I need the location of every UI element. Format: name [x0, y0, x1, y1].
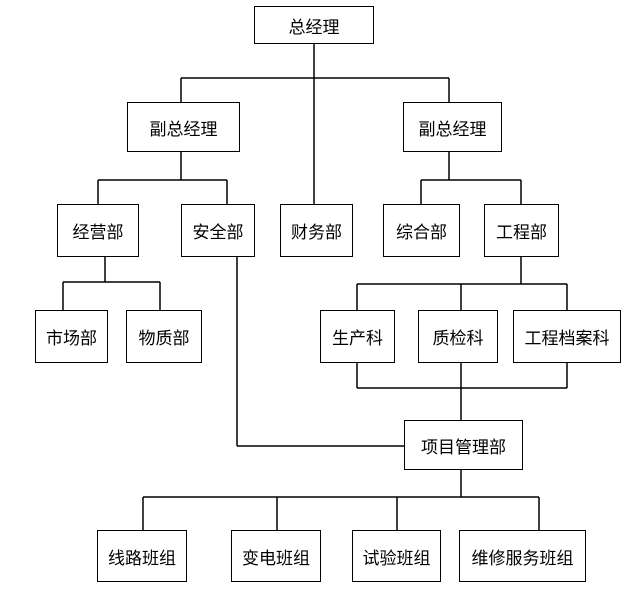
node-maintenance-service-team: 维修服务班组 — [459, 530, 586, 582]
node-production-section: 生产科 — [320, 310, 395, 363]
node-line-team: 线路班组 — [97, 530, 187, 582]
node-project-management-dept: 项目管理部 — [404, 420, 523, 470]
node-testing-team: 试验班组 — [352, 530, 441, 582]
node-materials-dept: 物质部 — [126, 310, 202, 363]
node-quality-inspection-section: 质检科 — [418, 310, 498, 363]
node-safety-dept: 安全部 — [181, 204, 255, 257]
node-deputy-gm-right: 副总经理 — [403, 102, 502, 152]
node-operations-dept: 经营部 — [57, 204, 139, 257]
node-general-manager: 总经理 — [254, 6, 374, 44]
node-deputy-gm-left: 副总经理 — [127, 102, 240, 152]
node-finance-dept: 财务部 — [280, 204, 353, 257]
node-engineering-archives-section: 工程档案科 — [513, 310, 621, 363]
node-engineering-dept: 工程部 — [484, 204, 559, 257]
node-market-dept: 市场部 — [35, 310, 108, 363]
node-substation-team: 变电班组 — [231, 530, 321, 582]
node-general-affairs-dept: 综合部 — [383, 204, 460, 257]
